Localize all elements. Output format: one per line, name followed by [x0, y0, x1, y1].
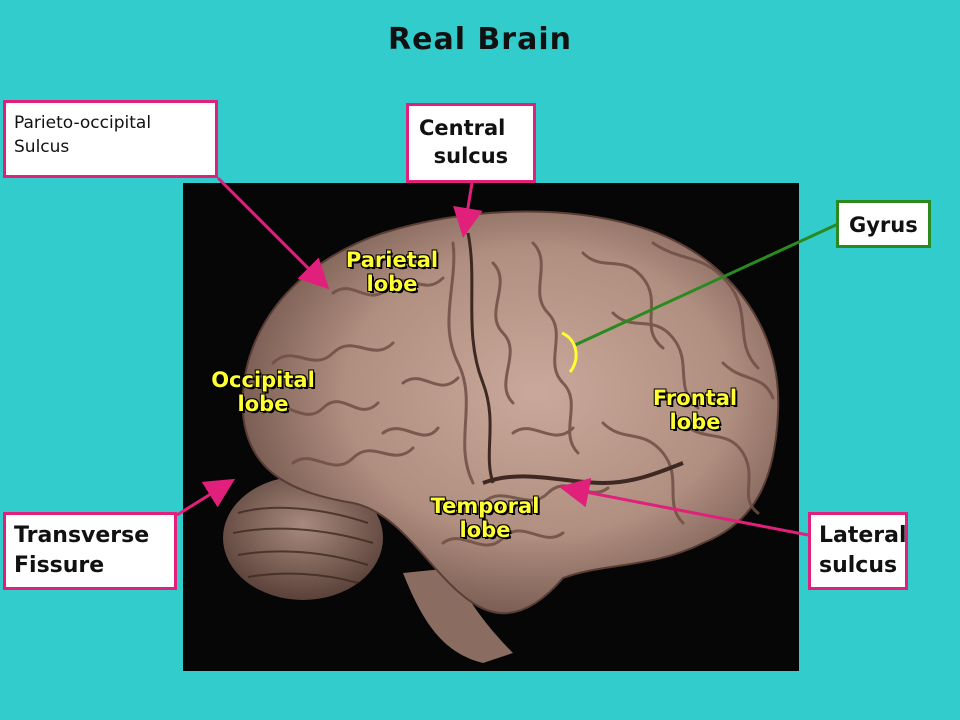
transverse-fissure-label: Transverse Fissure — [3, 512, 177, 590]
page-title: Real Brain — [388, 22, 572, 57]
brainstem-shape — [403, 568, 513, 663]
parieto-occipital-text: Parieto-occipital Sulcus — [14, 113, 152, 157]
lateral-sulcus-groove — [482, 461, 684, 486]
cerebellum-folia — [232, 506, 374, 584]
cerebellum-shape — [223, 476, 383, 600]
parietal-lobe-label: Parietal lobe — [345, 248, 439, 296]
frontal-lobe-label: Frontal lobe — [652, 386, 738, 434]
central-sulcus-label: Central sulcus — [406, 103, 536, 183]
parieto-occipital-label: Parieto-occipital Sulcus — [3, 100, 218, 178]
temporal-lobe-label: Temporal lobe — [430, 494, 540, 542]
gyrus-text: Gyrus — [849, 213, 918, 237]
gyrus-label: Gyrus — [836, 200, 931, 248]
occipital-lobe-label: Occipital lobe — [211, 368, 315, 416]
transverse-fissure-text: Transverse Fissure — [14, 523, 150, 578]
lateral-sulcus-label: Lateral sulcus — [808, 512, 908, 590]
central-sulcus-groove — [466, 232, 495, 484]
lateral-sulcus-text: Lateral sulcus — [819, 523, 907, 578]
central-sulcus-text: Central sulcus — [419, 116, 509, 168]
